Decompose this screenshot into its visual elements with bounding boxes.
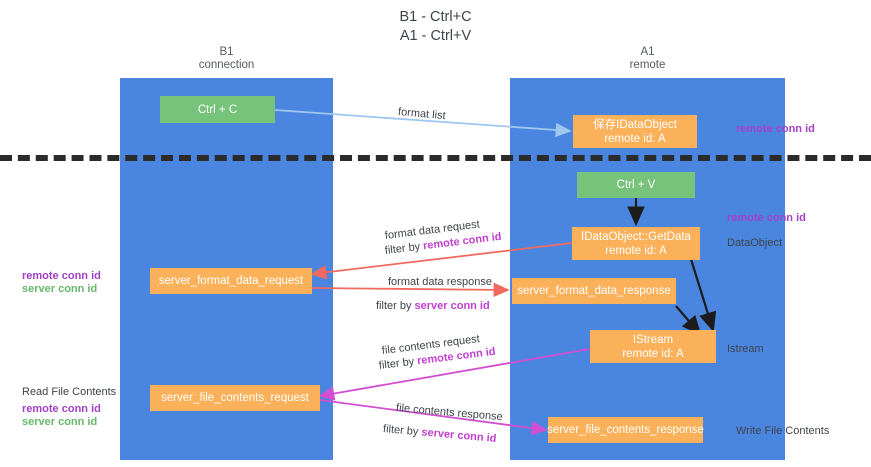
edge-label-file-contents-response-text: file contents response — [395, 402, 504, 424]
node-idataobject-getdata[interactable]: IDataObject::GetData remote id: A — [572, 227, 700, 260]
column-title-b1: B1 connection — [198, 46, 255, 71]
left-label-remote-conn-id-2: remote conn id — [22, 403, 101, 415]
right-label-dataobject: DataObject — [727, 237, 783, 249]
edge-label-format-data-response: format data response — [388, 275, 492, 290]
node-save-idataobject[interactable]: 保存IDataObject remote id: A — [573, 115, 697, 148]
node-server-format-data-request[interactable]: server_format_data_request — [150, 268, 312, 294]
left-label-server-conn-id-2: server conn id — [22, 416, 98, 428]
filter-value-server-conn-id: server conn id — [414, 300, 490, 312]
right-label-remote-conn-id-top: remote conn id — [736, 123, 815, 135]
node-server-file-contents-response[interactable]: server_file_contents_response — [547, 417, 704, 443]
filter-prefix: filter by — [378, 355, 418, 372]
right-label-write-file-contents: Write File Contents — [736, 425, 830, 437]
column-title-a1: A1 remote — [629, 46, 666, 71]
node-ctrl-v[interactable]: Ctrl + V — [577, 172, 695, 198]
node-server-file-contents-request[interactable]: server_file_contents_request — [150, 385, 320, 411]
right-label-remote-conn-id-mid: remote conn id — [727, 212, 806, 224]
edge-label-format-list: format list — [397, 106, 447, 123]
node-istream[interactable]: IStream remote id: A — [590, 330, 716, 363]
phase-divider — [0, 155, 871, 161]
node-server-format-data-response[interactable]: server_format_data_response — [512, 278, 676, 304]
left-label-read-file-contents: Read File Contents — [22, 386, 117, 398]
edge-label-format-data-response-filter: filter by server conn id — [376, 299, 490, 314]
filter-value-server-conn-id: server conn id — [420, 426, 497, 445]
node-ctrl-c[interactable]: Ctrl + C — [160, 96, 275, 123]
edge-label-file-contents-response-filter: filter by server conn id — [382, 422, 497, 447]
left-label-server-conn-id: server conn id — [22, 283, 98, 295]
page-title: B1 - Ctrl+C A1 - Ctrl+V — [399, 9, 472, 44]
right-label-istream: Istream — [727, 343, 764, 355]
filter-prefix: filter by — [382, 423, 422, 439]
edge-label-format-data-response-text: format data response — [388, 276, 492, 288]
left-label-remote-conn-id: remote conn id — [22, 270, 101, 282]
filter-prefix: filter by — [376, 300, 415, 312]
edge-label-file-contents-response: file contents response — [395, 401, 504, 425]
filter-prefix: filter by — [384, 240, 424, 257]
